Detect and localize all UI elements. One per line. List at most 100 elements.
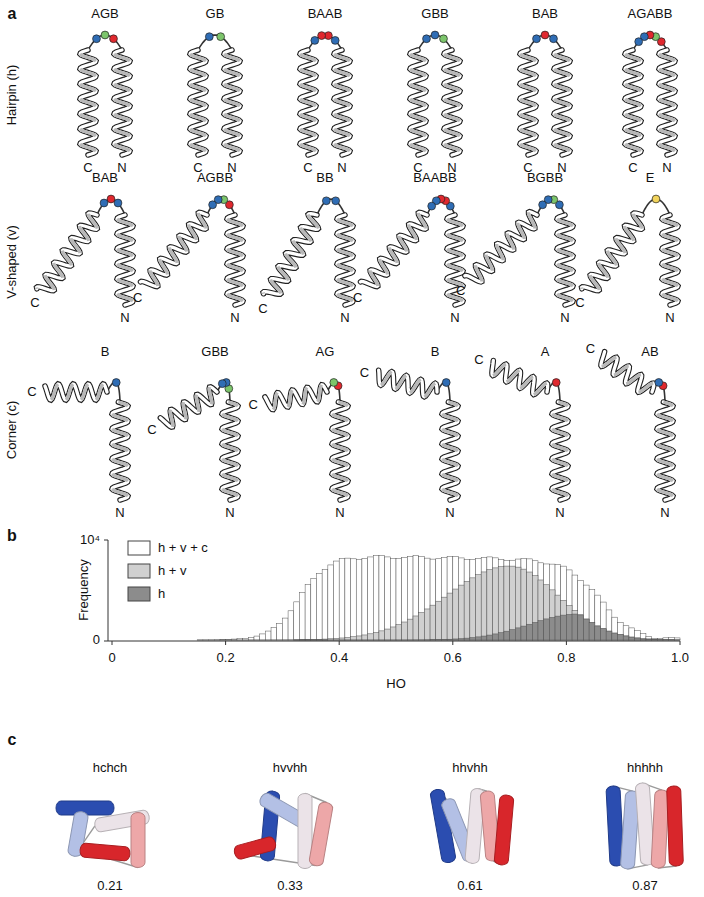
histogram-bar: [328, 639, 334, 640]
helix-shade: [444, 99, 460, 106]
histogram-bar: [481, 557, 487, 640]
histogram-bar: [118, 640, 124, 641]
helix-shade: [334, 99, 350, 106]
histogram-bar: [368, 557, 374, 640]
terminus-label: C: [586, 342, 595, 357]
histogram-bar: [214, 639, 220, 640]
terminus-label: C: [628, 161, 637, 176]
residue-dot: [423, 35, 431, 43]
histogram-bar: [345, 637, 351, 640]
helix-shade: [227, 249, 243, 256]
histogram-bar: [629, 637, 635, 640]
histogram-bar: [618, 635, 624, 640]
helix-outline: [140, 212, 207, 286]
histogram-bar: [368, 634, 374, 640]
histogram-bar: [265, 639, 271, 640]
histogram-bar: [527, 624, 533, 640]
motif-label: BAB: [92, 171, 118, 186]
tick-label: 0: [93, 633, 100, 648]
helix-pair: [160, 379, 238, 500]
x-tick: [225, 641, 226, 645]
terminus-label: N: [660, 506, 669, 521]
histogram-bar: [419, 639, 425, 640]
legend-label: h + v + c: [158, 541, 208, 556]
helix-shade: [520, 129, 536, 136]
helix-shade: [614, 366, 629, 375]
helix-face: [492, 360, 548, 394]
helix-pair: [140, 196, 242, 305]
histogram-bar: [294, 602, 300, 640]
histogram-bar: [663, 639, 669, 640]
helix-shade: [520, 69, 536, 76]
histogram-bar: [135, 640, 141, 641]
histogram-bar: [135, 640, 141, 641]
helix-shade: [117, 294, 133, 301]
helix-pair: [265, 379, 348, 500]
histogram-bar: [192, 640, 198, 641]
histogram-bar: [169, 640, 175, 641]
histogram-bar: [231, 639, 237, 640]
histogram-bar: [282, 618, 288, 640]
helix-shade: [607, 251, 616, 266]
histogram-bar: [186, 640, 192, 641]
helix-shade: [224, 69, 240, 76]
histogram-bar: [396, 559, 402, 640]
helix-shade: [552, 444, 568, 451]
structure-label: hvvhh: [273, 761, 308, 776]
helix-shade: [114, 84, 130, 91]
bar-series: [197, 556, 680, 640]
helix-shade: [389, 247, 397, 263]
motif-label: B: [101, 345, 110, 360]
histogram-bar: [271, 639, 277, 640]
panel-letter: c: [8, 731, 17, 749]
histogram-bar: [504, 561, 510, 640]
x-tick: [452, 641, 453, 645]
helix-pair: [37, 195, 133, 305]
helix-cylinder: [494, 795, 514, 866]
helix-shade: [114, 114, 130, 121]
histogram-bar: [589, 623, 595, 640]
histogram-bar: [640, 633, 646, 640]
helix-shade: [554, 114, 570, 121]
histogram-bar: [260, 639, 266, 640]
histogram-bar: [606, 631, 612, 640]
helix-shade: [395, 376, 406, 390]
histogram-bar: [572, 610, 578, 640]
histogram-bar: [600, 629, 606, 640]
helix-shade: [227, 234, 243, 241]
helix-face: [140, 212, 207, 286]
helix-shade: [303, 387, 307, 404]
panel-a-art: [37, 31, 678, 500]
helix-outline: [114, 50, 130, 155]
histogram-bar: [260, 640, 266, 641]
residue-dot: [428, 202, 436, 210]
helix-outline: [263, 214, 318, 294]
score-label: 0.87: [632, 879, 657, 894]
terminus-label: N: [117, 161, 126, 176]
histogram-bar: [583, 585, 589, 640]
helix-shade: [520, 114, 536, 121]
histogram-bar: [544, 619, 550, 640]
histogram-bar: [163, 640, 169, 641]
histogram-bar: [334, 561, 340, 640]
histogram-bar: [657, 639, 663, 641]
helix-shade: [599, 263, 608, 278]
helix-shade: [224, 99, 240, 106]
histogram-bar: [237, 639, 243, 640]
row-label: V-shaped (v): [5, 225, 20, 299]
helix-shade: [80, 54, 96, 61]
terminus-label: C: [353, 290, 362, 305]
histogram-bar: [578, 615, 584, 640]
histogram-bar: [504, 566, 510, 640]
helix-face: [552, 402, 568, 500]
histogram-bar: [140, 640, 146, 641]
histogram-bar: [174, 640, 180, 641]
histogram-bar: [424, 639, 430, 640]
helix-pair: [45, 379, 128, 500]
histogram-bar: [356, 639, 362, 640]
histogram-bar: [663, 638, 669, 640]
histogram-bar: [305, 584, 311, 640]
residue-dot: [218, 380, 226, 388]
histogram-bar: [316, 639, 322, 641]
histogram-bar: [203, 639, 209, 640]
